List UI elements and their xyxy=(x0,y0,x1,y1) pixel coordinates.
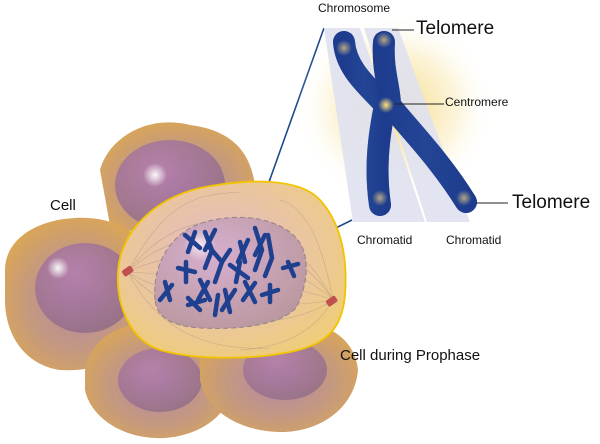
label-cell-prophase: Cell during Prophase xyxy=(340,347,481,364)
zoomed-chromosome xyxy=(295,13,508,222)
label-cell: Cell xyxy=(50,197,76,214)
label-chromatid-right: Chromatid xyxy=(446,233,502,247)
centriole-left xyxy=(121,265,134,277)
label-chromosome: Chromosome xyxy=(318,1,391,15)
centriole-right xyxy=(325,295,338,307)
label-centromere: Centromere xyxy=(445,95,509,109)
label-telomere-top: Telomere xyxy=(416,18,495,39)
condensed-chromosomes xyxy=(157,225,301,318)
label-chromatid-left: Chromatid xyxy=(357,233,413,247)
centromere-dot xyxy=(378,97,394,113)
prophase-cell xyxy=(116,180,347,359)
label-telomere-bottom: Telomere xyxy=(512,192,591,213)
